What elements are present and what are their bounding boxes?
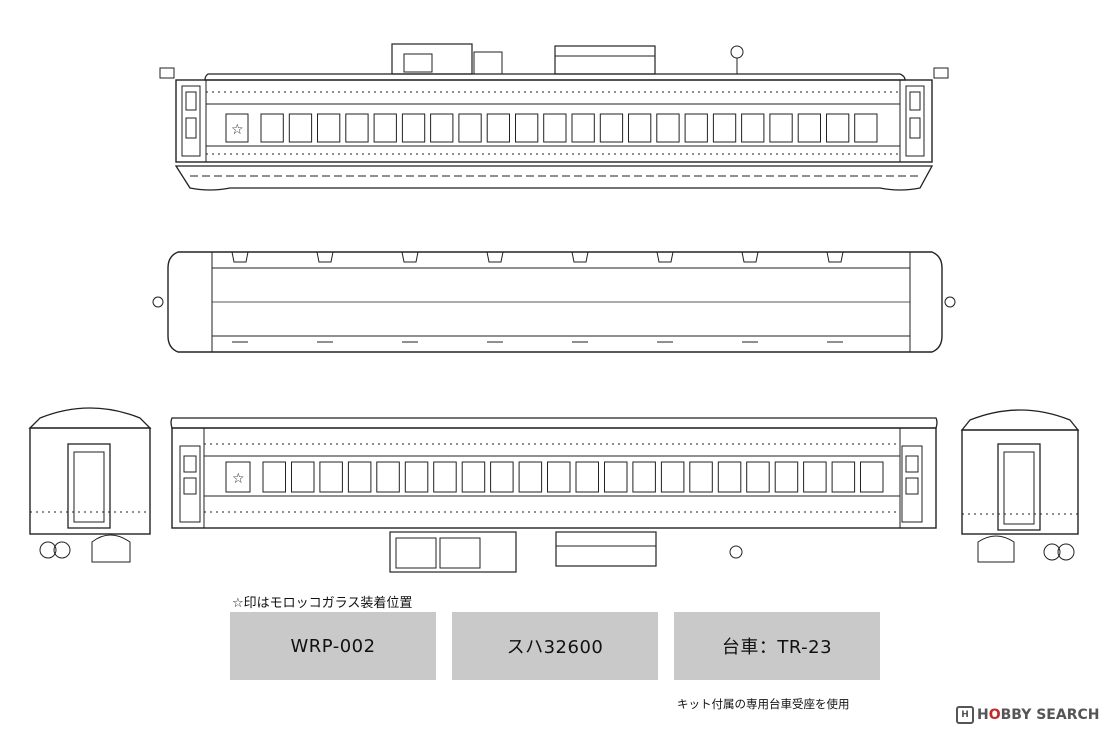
- side-window: [684, 113, 708, 143]
- roof-ventilator: [316, 251, 334, 263]
- side-window: [746, 461, 770, 493]
- side-window: [317, 113, 341, 143]
- svg-text:☆: ☆: [232, 471, 245, 487]
- side-window: [826, 113, 850, 143]
- end-view-right: [960, 409, 1080, 563]
- side-window: [571, 113, 595, 143]
- side-windows-bottom: [262, 461, 884, 493]
- watermark-text-h: H: [977, 707, 989, 723]
- side-window: [656, 113, 680, 143]
- side-window: [599, 113, 624, 143]
- side-window: [660, 461, 685, 493]
- roof-ventilators: [231, 251, 844, 343]
- label-box-bogie: 台車：TR-23: [674, 612, 880, 680]
- side-window: [373, 113, 397, 143]
- watermark-text-o: O: [988, 707, 1001, 723]
- side-window: [430, 113, 454, 143]
- bogie-type-text: 台車：TR-23: [721, 637, 833, 658]
- watermark-text-rest: BBY SEARCH: [1000, 707, 1100, 723]
- side-window: [291, 461, 315, 493]
- svg-text:☆: ☆: [231, 122, 244, 138]
- side-window: [401, 113, 426, 143]
- star-glass-note: ☆印はモロッコガラス装着位置: [232, 596, 413, 611]
- side-window: [543, 113, 567, 143]
- side-window: [345, 113, 369, 143]
- side-window: [486, 113, 511, 143]
- roof-plan: [152, 251, 956, 353]
- side-window: [347, 461, 372, 493]
- roof-ventilator: [741, 251, 759, 263]
- label-box-car-type: スハ32600: [452, 612, 658, 680]
- side-window: [319, 461, 343, 493]
- side-window: [632, 461, 656, 493]
- roof-ventilator: [826, 251, 844, 263]
- label-box-kit-number: WRP-002: [230, 612, 436, 680]
- side-window: [404, 461, 429, 493]
- side-window: [458, 113, 482, 143]
- side-window: [712, 113, 737, 143]
- side-window: [628, 113, 652, 143]
- side-window: [575, 461, 599, 493]
- side-window: [774, 461, 799, 493]
- side-window: [515, 113, 539, 143]
- side-window: [490, 461, 514, 493]
- side-elevation-bottom: ☆: [170, 417, 938, 573]
- side-window: [803, 461, 827, 493]
- side-window: [461, 461, 486, 493]
- roof-ventilator: [571, 251, 589, 263]
- end-view-left: [28, 407, 152, 563]
- side-window: [717, 461, 742, 493]
- side-window: [260, 113, 284, 143]
- roof-ventilator: [486, 251, 504, 263]
- side-window: [831, 461, 856, 493]
- roof-ventilator: [656, 251, 674, 263]
- car-drawing-sheet: ☆ ☆: [28, 43, 1080, 573]
- side-window: [518, 461, 543, 493]
- side-window: [547, 461, 571, 493]
- kit-number-text: WRP-002: [290, 635, 376, 657]
- side-window: [262, 461, 286, 493]
- side-window: [797, 113, 822, 143]
- side-window: [854, 113, 878, 143]
- side-window: [433, 461, 457, 493]
- side-window: [769, 113, 793, 143]
- side-window: [860, 461, 884, 493]
- roof-ventilator: [231, 251, 249, 263]
- side-window: [604, 461, 628, 493]
- side-window: [689, 461, 713, 493]
- side-window: [741, 113, 765, 143]
- roof-ventilator: [401, 251, 419, 263]
- hobby-search-logo-icon: H: [956, 706, 974, 724]
- side-windows-top: [260, 113, 878, 143]
- bogie-mount-note: キット付属の専用台車受座を使用: [677, 697, 850, 711]
- side-window: [288, 113, 313, 143]
- side-window: [376, 461, 400, 493]
- side-elevation-top: ☆: [159, 43, 949, 191]
- car-type-text: スハ32600: [506, 637, 604, 658]
